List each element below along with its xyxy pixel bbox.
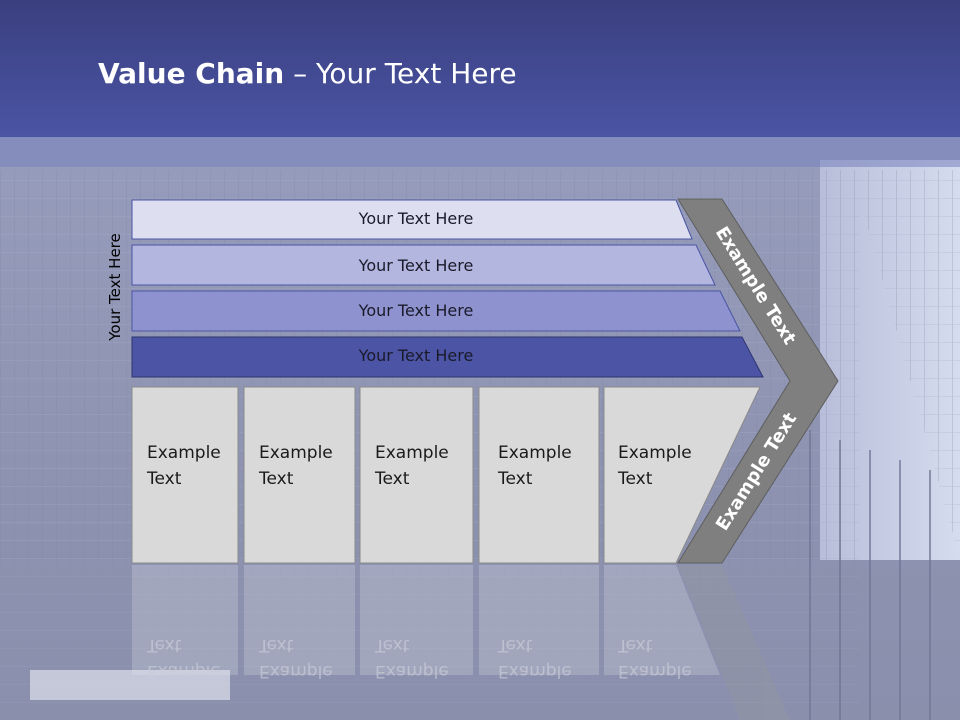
box-1-line1: Example bbox=[147, 443, 221, 463]
slide-title: Value Chain – Your Text Here bbox=[98, 52, 517, 96]
box-3-line1: Example bbox=[375, 443, 449, 463]
box-5-shape bbox=[603, 386, 761, 564]
box-1-reflection-line1: Example bbox=[147, 661, 221, 681]
box-2-reflection-line1: Example bbox=[259, 661, 333, 681]
box-1-reflection: Example Text bbox=[147, 632, 221, 684]
title-rest: – Your Text Here bbox=[284, 57, 517, 90]
box-1-reflection-line2: Text bbox=[147, 635, 182, 655]
row-1-label: Your Text Here bbox=[358, 209, 474, 228]
box-2-line2: Text bbox=[259, 469, 294, 489]
chevron-arrow bbox=[677, 198, 839, 564]
box-1-line2: Text bbox=[147, 469, 182, 489]
box-4-line1: Example bbox=[498, 443, 572, 463]
box-5-reflection-line2: Text bbox=[618, 635, 653, 655]
box-2-shape bbox=[243, 386, 356, 564]
row-3-label: Your Text Here bbox=[358, 301, 474, 320]
row-3-shape bbox=[131, 290, 741, 332]
box-4-reflection-line2: Text bbox=[498, 635, 533, 655]
box-5-reflection-line1: Example bbox=[618, 661, 692, 681]
row-4-label: Your Text Here bbox=[358, 346, 474, 365]
box-4-reflection-line1: Example bbox=[498, 661, 572, 681]
box-3-line2: Text bbox=[375, 469, 410, 489]
box-5-line1: Example bbox=[618, 443, 692, 463]
row-2-shape bbox=[131, 244, 716, 286]
row-4-shape bbox=[131, 336, 764, 378]
box-4-shape bbox=[478, 386, 600, 564]
row-1-shape bbox=[131, 199, 693, 240]
reflection bbox=[132, 565, 790, 720]
box-4-line2: Text bbox=[498, 469, 533, 489]
box-4-reflection: Example Text bbox=[498, 632, 572, 684]
box-3-reflection-line2: Text bbox=[375, 635, 410, 655]
header-band bbox=[0, 137, 960, 167]
box-3-reflection-line1: Example bbox=[375, 661, 449, 681]
box-2-reflection-line2: Text bbox=[259, 635, 294, 655]
box-5-line2: Text bbox=[618, 469, 653, 489]
title-bold: Value Chain bbox=[98, 57, 285, 90]
row-2-label: Your Text Here bbox=[358, 256, 474, 275]
box-3-reflection: Example Text bbox=[375, 632, 449, 684]
box-1-shape bbox=[131, 386, 239, 564]
box-3-shape bbox=[359, 386, 474, 564]
box-2-reflection: Example Text bbox=[259, 632, 333, 684]
title-bar bbox=[0, 0, 960, 137]
side-label: Your Text Here bbox=[106, 233, 124, 341]
box-2-line1: Example bbox=[259, 443, 333, 463]
box-5-reflection: Example Text bbox=[618, 632, 692, 684]
